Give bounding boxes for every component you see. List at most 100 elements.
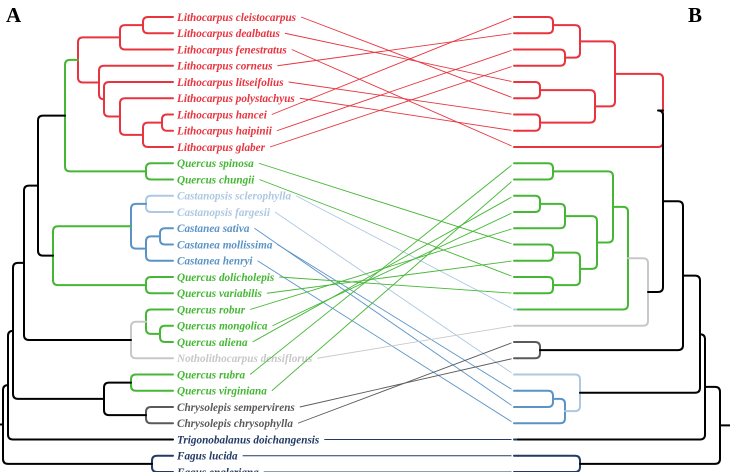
tip-label-notholithocarpus-densiflorus: Notholithocarpus densiflorus (176, 353, 313, 365)
tip-label-castanopsis-fargesii: Castanopsis fargesii (177, 207, 271, 219)
right-branch-lith-hcg (552, 24, 581, 59)
left-branch-quer-rv (130, 373, 174, 392)
tip-label-quercus-variabilis: Quercus variabilis (177, 288, 262, 300)
link-quercus-chungii (259, 179, 515, 278)
left-branch-lith-e (119, 97, 174, 136)
left-branch-root (2, 384, 153, 465)
right-branch-lith-lp (517, 113, 541, 132)
link-castanopsis-fargesii (274, 211, 515, 375)
tip-label-castanea-mollissima: Castanea mollissima (177, 239, 273, 251)
left-branch-backbone-b (23, 184, 132, 341)
link-castanopsis-sclerophylla (295, 195, 515, 310)
left-branch-backbone-d (12, 261, 105, 400)
right-branch-backbone-a (647, 109, 664, 293)
tip-label-lithocarpus-polystachyus: Lithocarpus polystachyus (176, 93, 295, 105)
right-branch-quer-am (517, 194, 541, 213)
right-branch-castanea-c (517, 373, 581, 413)
link-lithocarpus-dealbatus (284, 32, 515, 83)
link-lithocarpus-cleistocarpus (300, 16, 515, 99)
tip-label-lithocarpus-corneus: Lithocarpus corneus (176, 61, 273, 73)
link-lithocarpus-glaber (269, 65, 515, 148)
panel-label-b: B (688, 3, 702, 27)
tip-label-lithocarpus-hancei: Lithocarpus hancei (176, 109, 268, 121)
right-branch-lith-dclp (539, 89, 596, 124)
link-lithocarpus-corneus (277, 32, 515, 67)
left-branch-lith-f (103, 81, 174, 118)
right-branch-castanea-b (517, 397, 566, 425)
left-branch-backbone-a (37, 114, 66, 257)
link-notholithocarpus-densiflorus (317, 325, 515, 359)
right-branch-lith-hg (517, 48, 566, 67)
right-branch-quer-svcd (552, 251, 581, 287)
right-branch-backbone-d (517, 333, 706, 441)
left-branch-castanopsis-castanea (130, 202, 147, 250)
link-quercus-mongolica (272, 211, 515, 327)
left-branch-lith-c (161, 113, 174, 132)
link-lithocarpus-hancei (271, 16, 515, 115)
right-branch-lith-upper (579, 40, 616, 108)
link-quercus-aliena (252, 195, 515, 343)
left-branch-quer-dv (145, 276, 174, 295)
right-branch-backbone-b (539, 200, 684, 352)
right-branch-quer-sv (517, 243, 554, 262)
link-lithocarpus-haipinii (276, 49, 515, 132)
link-quercus-variabilis (266, 260, 515, 294)
tip-label-chrysolepis-chrysophylla: Chrysolepis chrysophylla (177, 418, 293, 430)
left-branch-castanea-quer (52, 225, 147, 287)
tip-label-quercus-chungii: Quercus chungii (177, 174, 255, 186)
left-branch-lith-d (142, 121, 174, 148)
left-branch-lith-a (142, 16, 174, 35)
left-branch-quer-notho (130, 320, 174, 360)
tip-label-lithocarpus-glaber: Lithocarpus glaber (176, 142, 266, 154)
tip-label-quercus-mongolica: Quercus mongolica (177, 321, 268, 333)
tip-label-fagus-engleriana: Fagus engleriana (176, 467, 259, 472)
tip-label-quercus-aliena: Quercus aliena (177, 337, 248, 349)
left-branch-castanopsis (145, 194, 174, 213)
right-branch-lith-hc (517, 16, 554, 35)
link-quercus-rubra (249, 162, 515, 375)
tip-label-quercus-dolicholepis: Quercus dolicholepis (177, 272, 275, 284)
link-chrysolepis-chrysophylla (297, 341, 515, 424)
link-lithocarpus-polystachyus (299, 97, 515, 132)
link-castanea-henryi (257, 260, 515, 424)
left-branch-fagus (151, 454, 174, 472)
tip-label-trigonobalanus-doichangensis: Trigonobalanus doichangensis (177, 434, 320, 446)
link-quercus-virginiana (271, 179, 515, 392)
tip-label-lithocarpus-haipinii: Lithocarpus haipinii (176, 126, 273, 138)
tip-label-quercus-rubra: Quercus rubra (177, 369, 245, 381)
link-lithocarpus-litseifolius (288, 81, 515, 115)
tip-label-castanea-henryi: Castanea henryi (177, 256, 253, 268)
right-branch-castanea-a (517, 389, 554, 408)
left-branch-backbone-e (7, 329, 174, 441)
tip-label-lithocarpus-litseifolius: Lithocarpus litseifolius (176, 77, 284, 89)
tip-label-castanopsis-sclerophylla: Castanopsis sclerophylla (177, 191, 291, 203)
left-branch-chrysolepis (145, 406, 174, 425)
right-branch-quer-rv (517, 162, 554, 181)
tip-label-fagus-lucida: Fagus lucida (176, 451, 238, 463)
left-branch-lith-g (98, 64, 174, 101)
tip-label-quercus-robur: Quercus robur (177, 304, 246, 316)
left-branch-backbone-c (103, 381, 147, 417)
panel-label-a: A (6, 3, 22, 27)
link-quercus-dolicholepis (279, 276, 515, 294)
right-branch-lith-dc (517, 81, 541, 100)
tip-label-quercus-spinosa: Quercus spinosa (177, 158, 254, 170)
link-castanea-sativa (254, 227, 515, 408)
right-branch-chrysolepis (517, 341, 541, 360)
right-branch-quer-amr (517, 202, 566, 230)
left-branch-quer-ma (159, 324, 174, 343)
link-castanea-mollissima (277, 244, 515, 392)
right-branch-root (579, 385, 721, 465)
right-branch-fagus (517, 454, 581, 472)
link-quercus-spinosa (258, 162, 515, 245)
right-branch-quer-all-a (552, 170, 614, 244)
tip-label-lithocarpus-fenestratus: Lithocarpus fenestratus (176, 44, 287, 56)
tip-label-quercus-virginiana: Quercus virginiana (177, 386, 267, 398)
left-branch-quer-sc (145, 162, 174, 181)
tip-label-chrysolepis-sempervirens: Chrysolepis sempervirens (177, 402, 295, 414)
tip-label-lithocarpus-cleistocarpus: Lithocarpus cleistocarpus (176, 12, 297, 24)
tip-label-castanea-sativa: Castanea sativa (177, 223, 250, 235)
tip-label-lithocarpus-dealbatus: Lithocarpus dealbatus (176, 28, 281, 40)
